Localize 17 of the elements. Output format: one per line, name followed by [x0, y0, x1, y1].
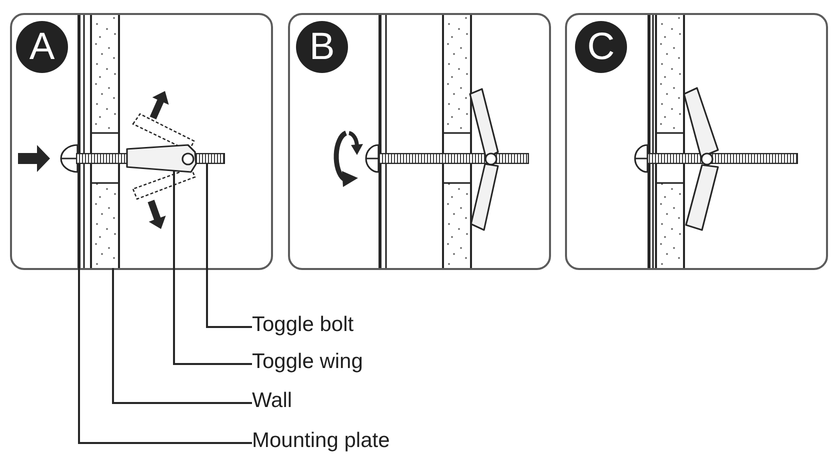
leader-line	[206, 164, 252, 328]
toggle-wing	[126, 144, 197, 173]
part-label: Wall	[252, 389, 292, 413]
part-label: Toggle bolt	[252, 313, 354, 337]
wall	[90, 15, 120, 268]
step-panel	[288, 13, 551, 270]
leader-line	[78, 268, 252, 444]
leader-line	[173, 171, 252, 365]
step-badge: B	[296, 21, 348, 73]
step-badge: C	[575, 21, 627, 73]
mounting-plate	[78, 15, 85, 268]
part-label: Mounting plate	[252, 429, 390, 453]
leader-line	[112, 268, 252, 404]
step-panel	[565, 13, 828, 270]
step-badge: A	[16, 21, 68, 73]
part-label: Toggle wing	[252, 350, 363, 374]
step-panel	[10, 13, 273, 270]
